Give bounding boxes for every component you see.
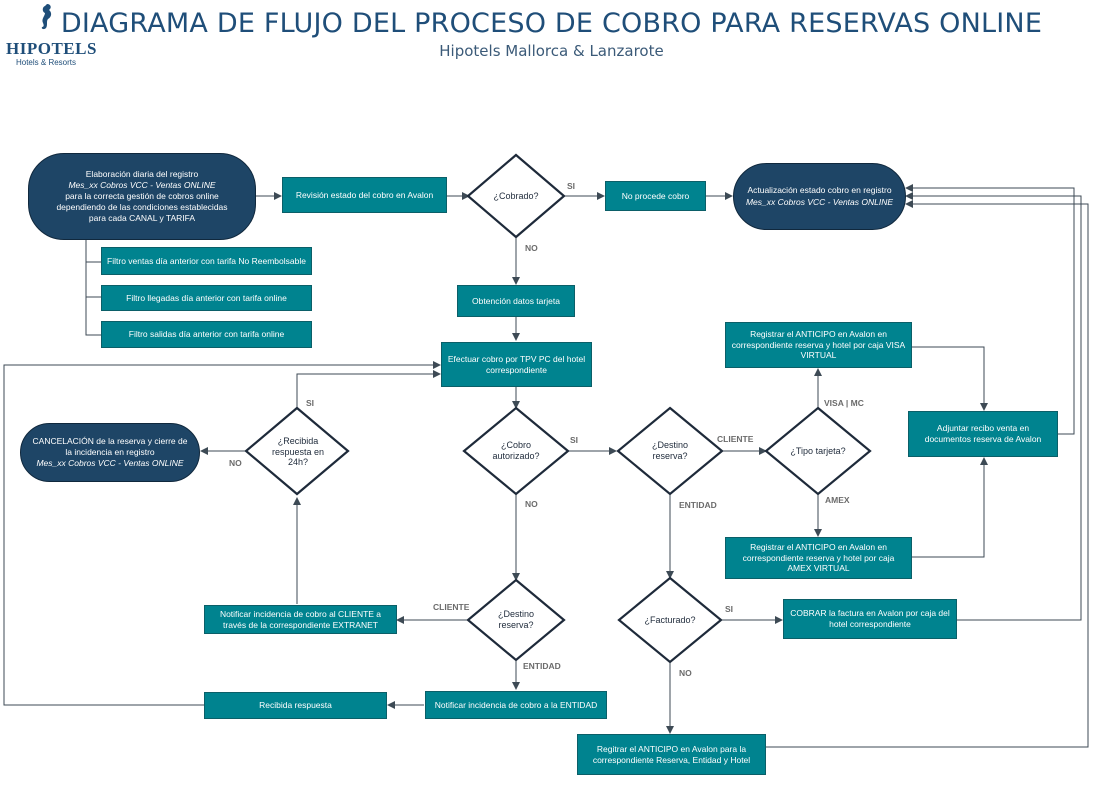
anticipo-visa-box: Registrar el ANTICIPO en Avalon en corre… [725,322,912,368]
cancelacion-pill: CANCELACIÓN de la reserva y cierre de la… [20,423,200,482]
edge-label-no-cobrado: NO [525,243,538,253]
notificar-cliente-box: Notificar incidencia de cobro al CLIENTE… [204,605,397,634]
tipo-tarjeta-label: ¿Tipo tarjeta? [790,445,846,456]
decision-respuesta-24h [244,406,350,496]
destino-reserva-2-label: ¿Destino reserva? [497,609,534,630]
start-line-3: para la correcta gestión de cobros onlin… [65,190,219,201]
start-line-5: para cada CANAL y TARIFA [88,213,196,224]
edge-label-si-cobrado: SI [567,181,576,191]
edge-label-no-autorizado: NO [525,499,538,509]
filter-llegadas-box: Filtro llegadas día anterior con tarifa … [101,285,312,311]
logo-tagline: Hotels & Resorts [15,58,77,67]
notificar-entidad-box: Notificar incidencia de cobro a la ENTID… [425,691,607,719]
logo-brand: HIPOTELS [6,39,97,58]
edge-label-no-24h: NO [229,458,242,468]
edge-label-si-facturado: SI [725,604,734,614]
adjuntar-recibo-box: Adjuntar recibo venta en documentos rese… [908,411,1058,457]
obtencion-datos-box: Obtención datos tarjeta [457,285,575,317]
cobrar-factura-box: COBRAR la factura en Avalon por caja del… [783,599,957,639]
edge-label-si-autorizado: SI [570,435,579,445]
seahorse-icon [41,4,52,30]
edge-label-entidad-1: ENTIDAD [679,500,717,510]
review-avalon-box: Revisión estado del cobro en Avalon [282,177,447,213]
destino-reserva-1-label: ¿Destino reserva? [651,440,688,461]
no-procede-box: No procede cobro [605,181,706,211]
edge-label-visa-mc: VISA | MC [824,398,864,408]
edge-label-cliente-2: CLIENTE [433,602,470,612]
facturado-label: ¿Facturado? [644,614,696,625]
edge-label-amex: AMEX [825,495,850,505]
decision-cobro-autorizado [462,406,570,496]
decision-facturado [617,576,723,664]
edge-label-si-24h: SI [306,398,315,408]
efectuar-cobro-box: Efectuar cobro por TPV PC del hotel corr… [441,342,592,387]
start-line-1: Elaboración diaria del registro [85,168,199,179]
respuesta-24h-label: ¿Recibida respuesta en 24h? [271,435,325,468]
recibida-respuesta-box: Recibida respuesta [204,692,387,719]
edge-label-no-facturado: NO [679,668,692,678]
cancelacion-line-2: la incidencia en registro [65,446,155,457]
decision-tipo-tarjeta [764,406,872,496]
filter-ventas-box: Filtro ventas día anterior con tarifa No… [101,247,312,275]
start-line-2: Mes_xx Cobros VCC - Ventas ONLINE [68,179,216,190]
update-registro-pill: Actualización estado cobro en registro M… [733,163,906,230]
decision-cobrado [466,153,566,239]
start-registro-pill: Elaboración diaria del registro Mes_xx C… [28,153,256,240]
page-subtitle: Hipotels Mallorca & Lanzarote [439,42,664,60]
hipotels-logo: HIPOTELS Hotels & Resorts [6,2,97,67]
page-title: DIAGRAMA DE FLUJO DEL PROCESO DE COBRO P… [60,8,1043,39]
decision-destino-reserva-2 [466,578,566,662]
cancelacion-line-3: Mes_xx Cobros VCC - Ventas ONLINE [36,458,184,469]
filter-salidas-box: Filtro salidas día anterior con tarifa o… [101,321,312,348]
update-line-1: Actualización estado cobro en registro [747,185,892,196]
decision-destino-reserva-1 [616,406,724,496]
cancelacion-line-1: CANCELACIÓN de la reserva y cierre de [32,435,188,446]
cobrado-label: ¿Cobrado? [493,190,539,201]
anticipo-amex-box: Registrar el ANTICIPO en Avalon en corre… [725,537,912,579]
edge-label-entidad-2: ENTIDAD [523,661,561,671]
edge-label-cliente-1: CLIENTE [717,434,754,444]
start-line-4: dependiendo de las condiciones estableci… [56,202,228,213]
update-line-2: Mes_xx Cobros VCC - Ventas ONLINE [745,196,894,207]
cobro-autorizado-label: ¿Cobro autorizado? [492,440,540,461]
registrar-anticipo-entidad-box: Regitrar el ANTICIPO en Avalon para la c… [577,734,766,775]
